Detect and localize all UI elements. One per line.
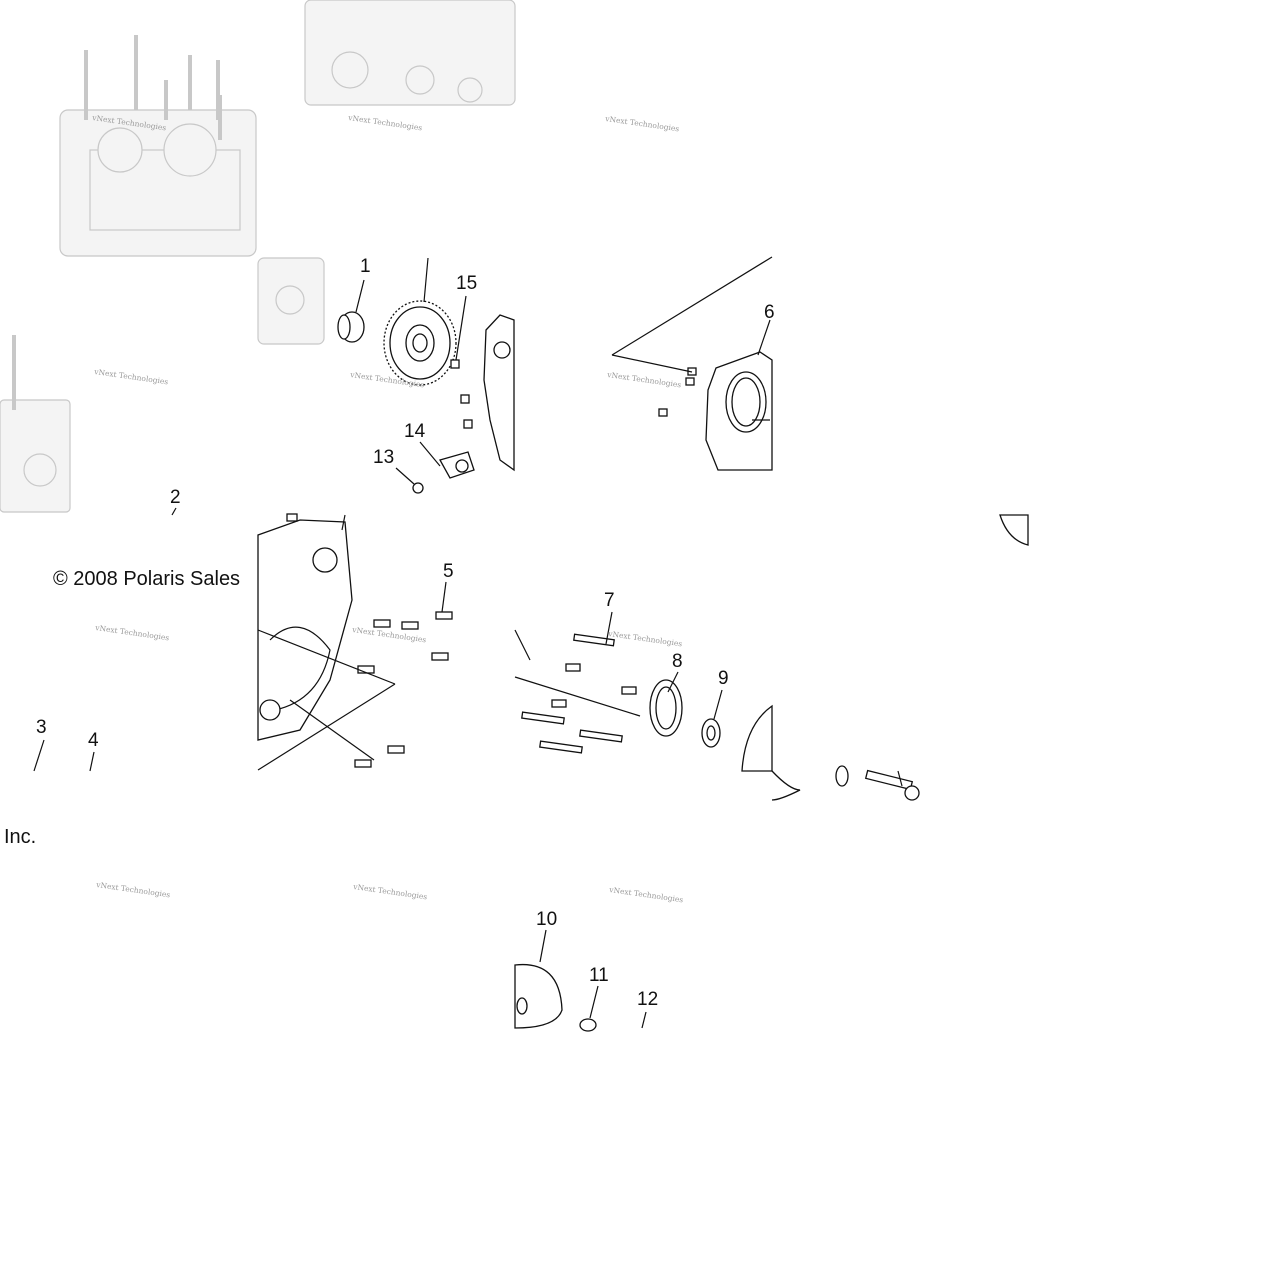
starter-gear-part <box>383 300 457 386</box>
svg-text:vNext Technologies: vNext Technologies <box>608 885 684 904</box>
engine-block-ghost-top-left <box>59 35 257 257</box>
copyright-line-2: Inc. <box>4 826 36 848</box>
washer-part <box>701 718 721 748</box>
watermark: vNext Technologies <box>352 882 428 901</box>
crankcase-cover-part <box>257 519 353 741</box>
small-washer-part <box>579 1018 597 1032</box>
callout-13: 13 <box>373 447 394 468</box>
callout-8: 8 <box>672 651 683 672</box>
engine-block-ghost-mid <box>257 257 325 345</box>
long-bolts <box>521 633 637 754</box>
svg-text:vNext Technologies: vNext Technologies <box>94 623 170 642</box>
watermark: vNext Technologies <box>95 880 171 899</box>
watermark: vNext Technologies <box>606 370 682 389</box>
callout-1: 1 <box>360 256 371 277</box>
svg-text:vNext Technologies: vNext Technologies <box>93 367 169 386</box>
watermark: vNext Technologies <box>604 114 680 133</box>
watermark: vNext Technologies <box>347 113 423 132</box>
dowel-pins <box>450 359 473 429</box>
leader-lines <box>33 257 903 1029</box>
pulley-partial <box>741 514 1029 801</box>
callout-4: 4 <box>88 730 99 751</box>
svg-text:vNext Technologies: vNext Technologies <box>352 882 428 901</box>
callout-15: 15 <box>456 273 477 294</box>
bushing-part <box>337 311 365 343</box>
callout-11: 11 <box>589 965 609 986</box>
callout-5: 5 <box>443 561 454 582</box>
sensor-screw <box>412 482 424 494</box>
engine-block-ghost-top-center <box>304 0 516 106</box>
callout-12: 12 <box>637 989 658 1010</box>
watermark: vNext Technologies <box>607 629 683 648</box>
callout-10: 10 <box>536 909 557 930</box>
engine-cover-partial <box>483 314 515 472</box>
sensor-part <box>439 451 475 479</box>
oil-seal-part <box>649 679 683 737</box>
svg-text:vNext Technologies: vNext Technologies <box>347 113 423 132</box>
callout-9: 9 <box>718 668 729 689</box>
callout-14: 14 <box>404 421 426 442</box>
outer-cover-part <box>658 351 773 471</box>
callout-6: 6 <box>764 302 775 323</box>
svg-text:vNext Technologies: vNext Technologies <box>604 114 680 133</box>
svg-text:vNext Technologies: vNext Technologies <box>606 370 682 389</box>
engine-block-ghost-mid-left <box>0 335 71 513</box>
callout-numbers: 1 2 3 4 5 6 7 8 9 10 11 12 13 14 15 <box>36 256 775 1010</box>
watermark: vNext Technologies <box>93 367 169 386</box>
svg-text:vNext Technologies: vNext Technologies <box>95 880 171 899</box>
copyright-line-1: © 2008 Polaris Sales <box>53 568 240 590</box>
callout-3: 3 <box>36 717 47 738</box>
assembly-outline-lines <box>257 256 773 771</box>
damper-part <box>514 963 563 1029</box>
watermark: vNext Technologies <box>94 623 170 642</box>
callout-2: 2 <box>170 487 181 508</box>
watermark: vNext Technologies <box>608 885 684 904</box>
callout-7: 7 <box>604 590 615 611</box>
svg-text:vNext Technologies: vNext Technologies <box>607 629 683 648</box>
